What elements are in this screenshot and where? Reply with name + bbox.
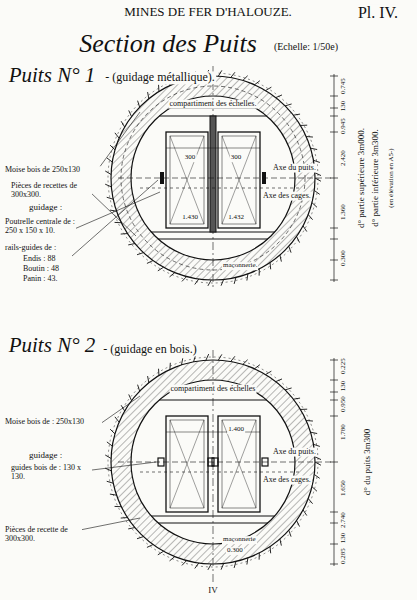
drawing-label: Boutin : 48	[22, 265, 60, 274]
drawing-label: - (guidage métallique).	[104, 71, 216, 84]
drawing-label: 300	[230, 154, 243, 162]
drawing-label: 0.745	[340, 77, 348, 95]
drawing-label: Moise bois de 250x130	[4, 166, 102, 175]
drawing-label: Moise bois de : 250x130	[4, 418, 102, 427]
drawing-label: 130	[340, 100, 348, 113]
drawing-label: 130	[340, 380, 348, 393]
drawing-label: rails-guides de :	[4, 244, 57, 253]
drawing-label: 2.420	[340, 149, 348, 167]
drawing-label: Poutrelle centrale de : 250 x 150 x 10.	[4, 218, 76, 236]
drawing-label: Pièces de recette de 300x300.	[4, 526, 82, 544]
drawing-label: maçonnerie	[222, 536, 257, 544]
drawing-label: 2.740	[340, 511, 348, 529]
drawing-label: guidage :	[28, 451, 63, 461]
drawing-label: compartiment des échelles.	[169, 100, 258, 109]
drawing-label: d° partie inférieure 3m300.	[371, 128, 381, 228]
drawing-label: 0.300	[340, 249, 348, 267]
drawing-label: 300	[184, 154, 197, 162]
drawing-label: Axe du puits.	[272, 448, 317, 457]
drawing-label: MINES DE FER D'HALOUZE.	[123, 5, 293, 19]
drawing-label: 1.432	[227, 214, 245, 222]
drawing-label: Axe des cages.	[262, 192, 312, 201]
drawing-label: Pl. IV.	[357, 4, 399, 22]
drawing-label: (en élévation en A5-)	[388, 147, 396, 208]
drawing-label: compartiment des échelles	[170, 385, 257, 394]
drawing-label: - (guidage en bois.)	[102, 343, 197, 356]
drawing-label: IV	[207, 586, 219, 596]
drawing-label: guides bois de : 130 x 130.	[10, 464, 92, 482]
drawing-label: (Echelle: 1/50e)	[273, 41, 339, 52]
drawing-label: Axe du puits.	[272, 164, 317, 173]
drawing-label: 1.360	[340, 203, 348, 221]
drawing-label: Panin : 43.	[22, 275, 58, 284]
drawing-label: Endis : 88	[22, 255, 56, 264]
drawing-label: 1.400	[227, 426, 245, 434]
drawing-label: Puits N° 2	[8, 334, 97, 357]
drawing-label: 1.650	[340, 479, 348, 497]
shaft-section	[80, 350, 338, 582]
drawing-label: 0.945	[340, 117, 348, 135]
drawing-label: Pièces de recettes de 300x300.	[10, 182, 92, 200]
drawing-label: Puits N° 1	[8, 64, 97, 87]
shaft-section	[72, 66, 338, 290]
sheet-title: Section des Puits	[78, 30, 258, 59]
drawing-label: 0.300	[226, 547, 244, 555]
drawing-label: Axe des cages.	[262, 476, 312, 485]
drawing-label: d° partie supérieure 3m000.	[357, 127, 367, 229]
drawing-label: guidage :	[28, 203, 63, 213]
drawing-label: 0.950	[340, 395, 348, 413]
drawing-label: 0.285	[340, 547, 348, 565]
drawing-label: d° du puits 3m300	[363, 428, 373, 496]
drawing-label: 0.225	[340, 357, 348, 375]
drawing-label: 1.780	[340, 423, 348, 441]
drawing-label: 130	[340, 532, 348, 545]
drawing-label: maçonnerie.	[222, 262, 258, 270]
drawing-label: 1.430	[181, 214, 199, 222]
